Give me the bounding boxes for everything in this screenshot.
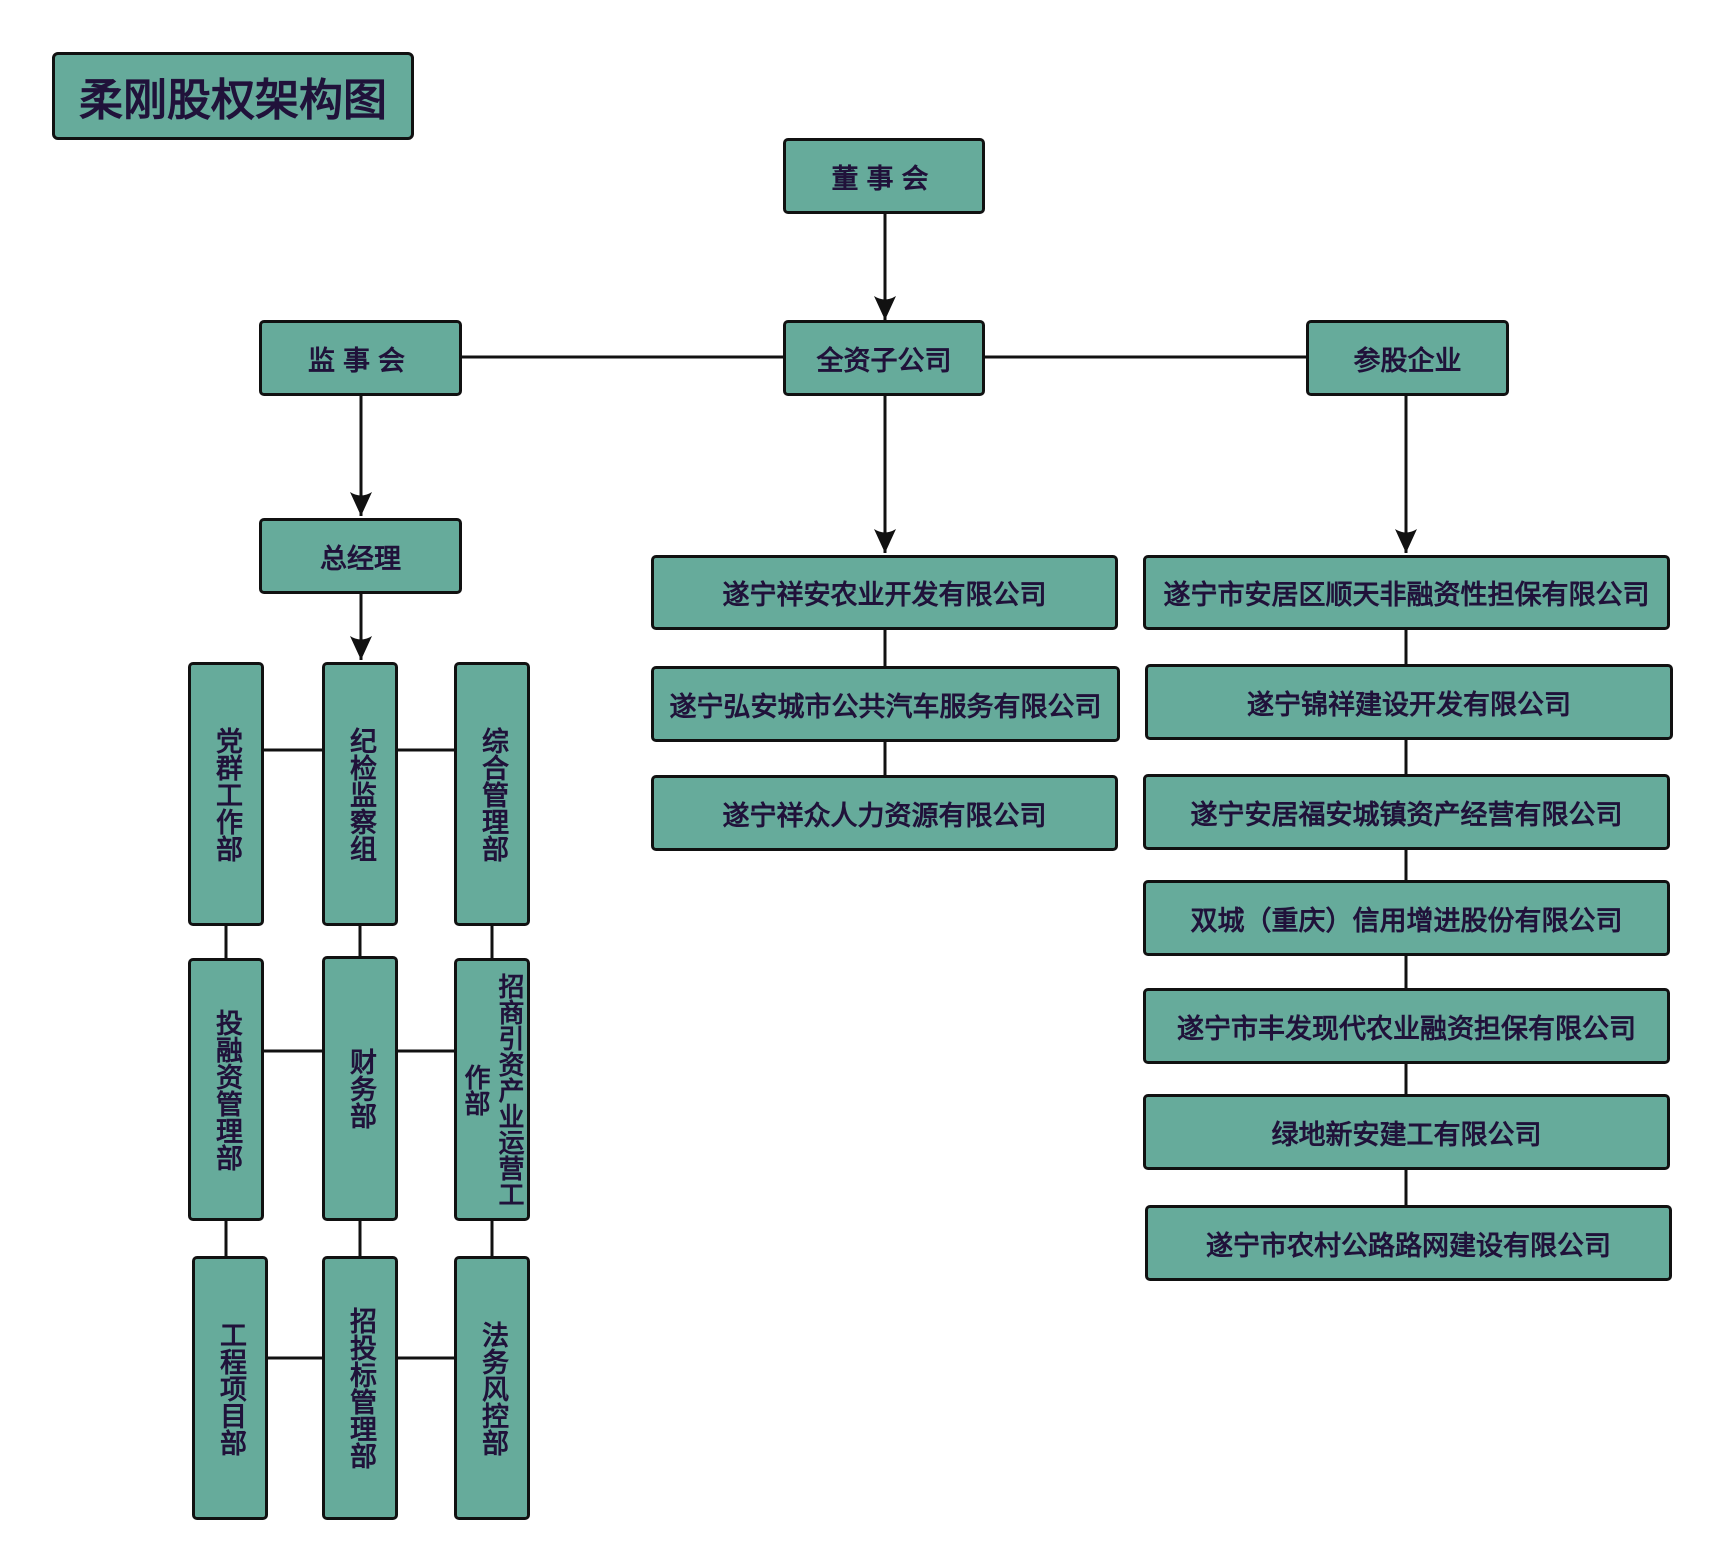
dept-general-management: 综合管理部	[454, 662, 530, 926]
participation-item: 遂宁安居福安城镇资产经营有限公司	[1143, 774, 1670, 850]
participation-item: 双城（重庆）信用增进股份有限公司	[1143, 880, 1670, 956]
dept-investment-financing: 投融资管理部	[188, 958, 264, 1221]
participation-box: 参股企业	[1306, 320, 1509, 396]
supervisors-box: 监事会	[259, 320, 462, 396]
participation-item: 遂宁市安居区顺天非融资性担保有限公司	[1143, 555, 1670, 630]
dept-finance: 财务部	[322, 956, 398, 1221]
participation-item: 遂宁锦祥建设开发有限公司	[1145, 664, 1673, 740]
dept-legal-risk: 法务风控部	[454, 1256, 530, 1520]
dept-engineering: 工程项目部	[192, 1256, 268, 1520]
dept-bidding: 招投标管理部	[322, 1256, 398, 1520]
gm-box: 总经理	[259, 518, 462, 594]
page-title: 柔刚股权架构图	[52, 52, 414, 140]
board-box: 董事会	[783, 138, 985, 214]
subsidiary-box: 全资子公司	[783, 320, 985, 396]
participation-item: 遂宁市农村公路路网建设有限公司	[1145, 1205, 1672, 1281]
subsidiary-item: 遂宁祥安农业开发有限公司	[651, 555, 1118, 630]
dept-party-affairs: 党群工作部	[188, 662, 264, 926]
participation-item: 遂宁市丰发现代农业融资担保有限公司	[1143, 988, 1670, 1064]
participation-item: 绿地新安建工有限公司	[1143, 1094, 1670, 1170]
subsidiary-item: 遂宁祥众人力资源有限公司	[651, 775, 1118, 851]
subsidiary-item: 遂宁弘安城市公共汽车服务有限公司	[651, 666, 1120, 742]
dept-investment-promotion: 招商引资产业运营工作部	[454, 958, 530, 1221]
dept-discipline-inspection: 纪检监察组	[322, 662, 398, 926]
